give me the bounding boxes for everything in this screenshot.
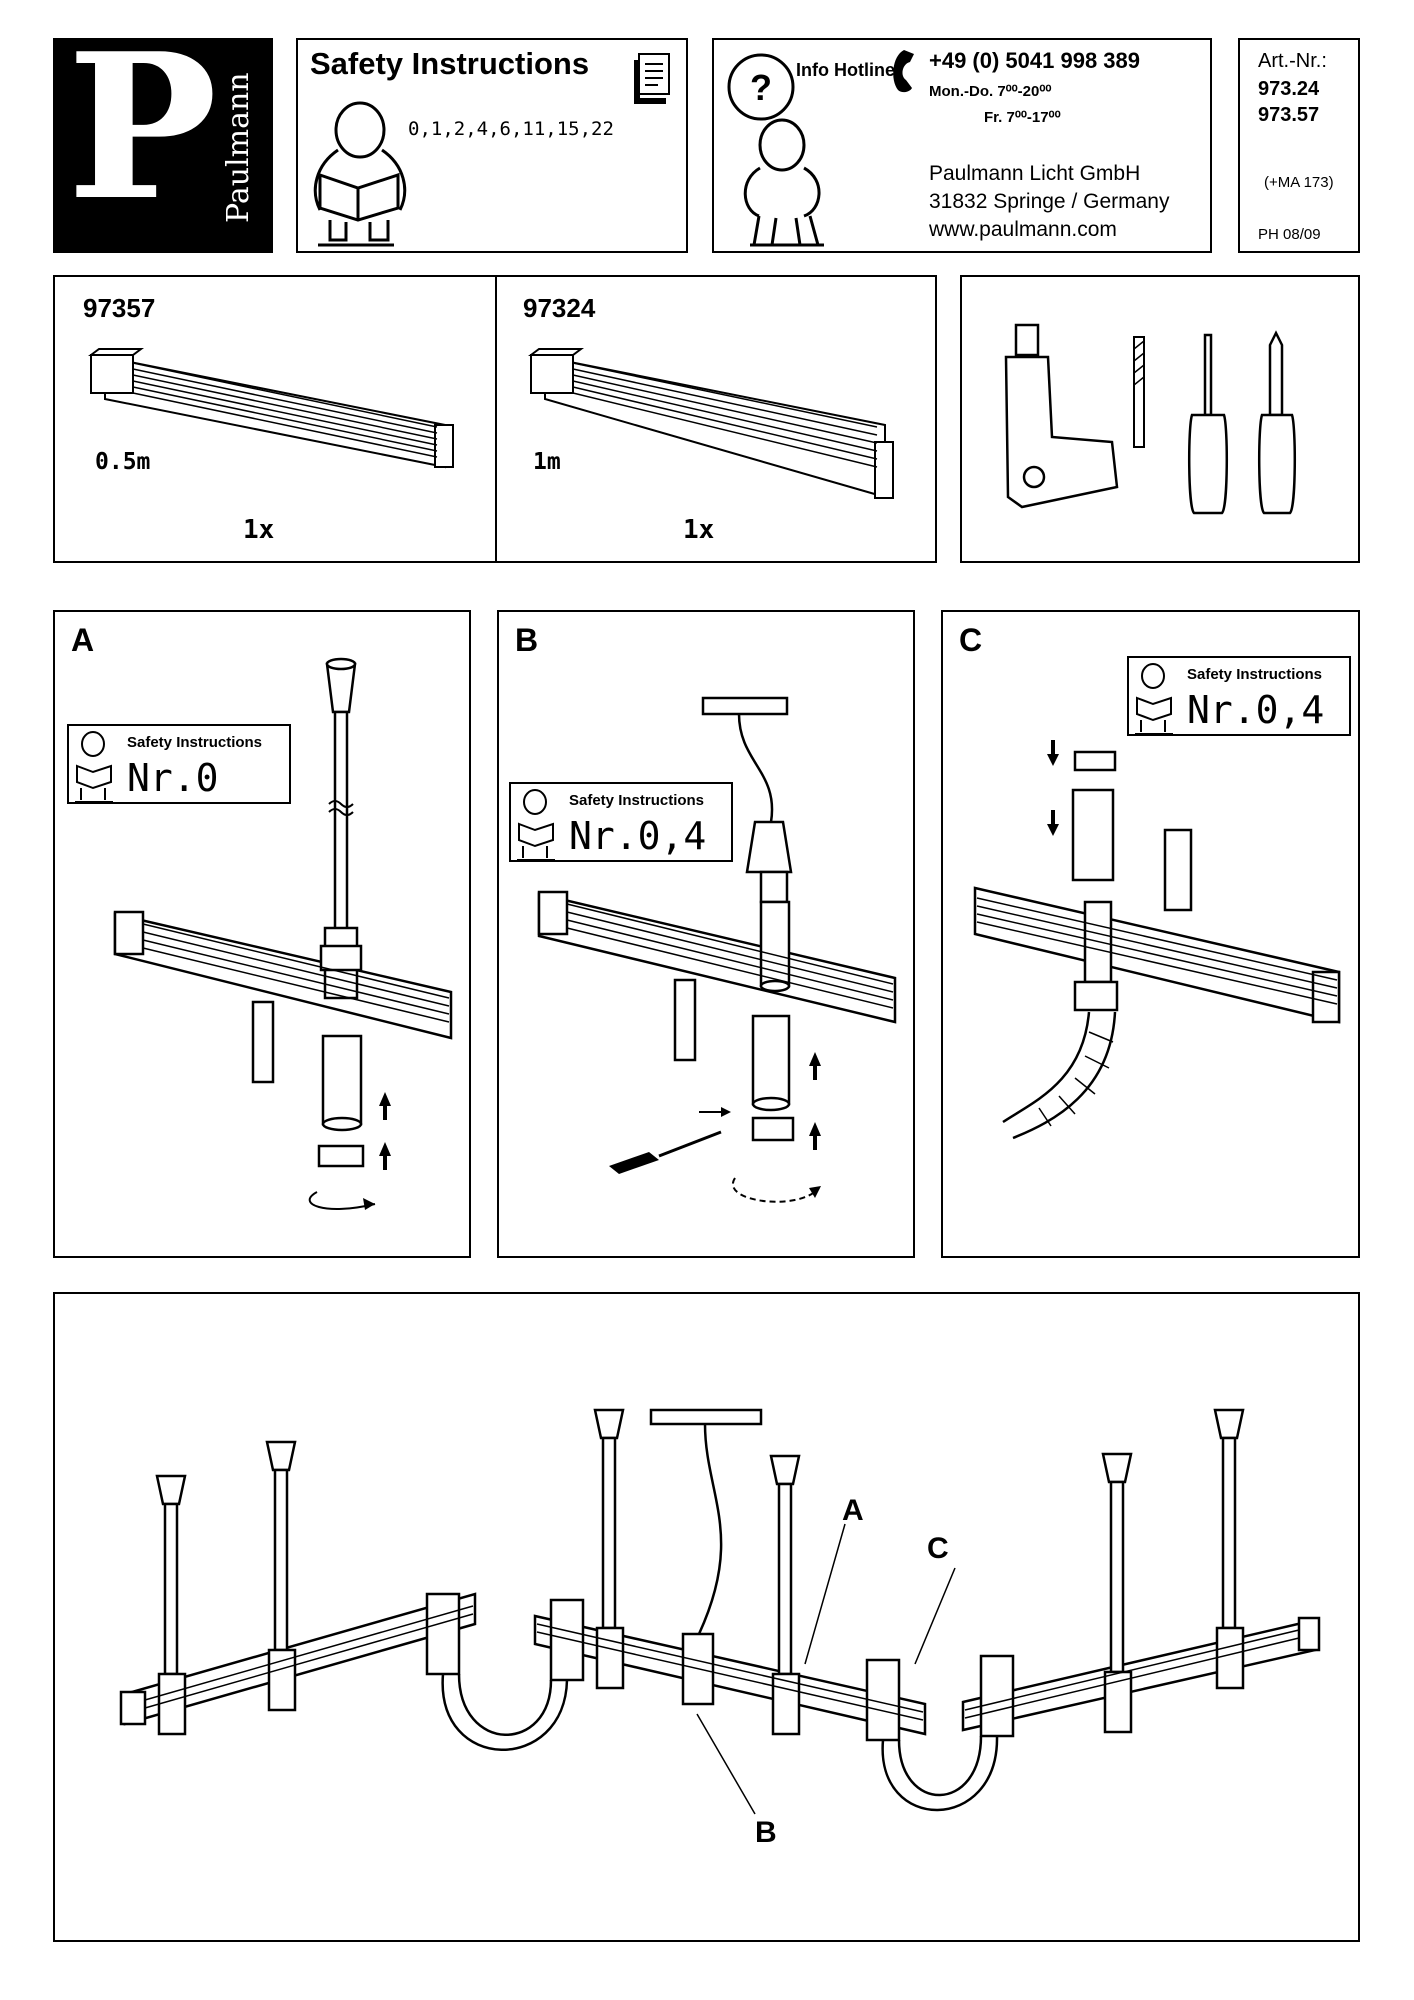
step-b-panel: B Safety Instructions Nr.0,4 <box>497 610 915 1258</box>
callout-c: C <box>927 1532 949 1565</box>
article-code: PH 08/09 <box>1258 226 1321 243</box>
brand-letter: P <box>67 10 218 245</box>
step-a-safety-sticker: Safety Instructions Nr.0 <box>67 724 291 804</box>
hours-friday: Fr. 7⁰⁰-17⁰⁰ <box>984 109 1061 126</box>
step-c-panel: C Safety Instructions Nr.0,4 <box>941 610 1360 1258</box>
article-number-2: 973.57 <box>1258 104 1320 126</box>
safety-title: Safety Instructions <box>310 46 590 81</box>
article-label: Art.-Nr.: <box>1258 50 1327 72</box>
flat-screwdriver-icon <box>1187 333 1229 515</box>
tools-box <box>960 275 1360 563</box>
overview-illustration <box>119 1408 1321 1815</box>
reading-person-icon <box>313 101 407 247</box>
step-c-sticker-title: Safety Instructions <box>1187 666 1323 683</box>
part-qty-2: 1x <box>683 515 715 545</box>
article-extra: (+MA 173) <box>1264 174 1334 191</box>
parts-box: 97357 0.5m 1x 97324 1m 1x <box>53 275 937 563</box>
step-a-letter: A <box>71 622 95 658</box>
overview-panel: A B C <box>53 1292 1360 1942</box>
hours-weekday: Mon.-Do. 7⁰⁰-20⁰⁰ <box>929 83 1052 100</box>
step-a-sticker-title: Safety Instructions <box>127 734 263 751</box>
part-number-1: 97357 <box>83 293 156 323</box>
step-b-sticker-title: Safety Instructions <box>569 792 705 809</box>
step-b-illustration <box>537 696 897 1203</box>
reading-person-icon <box>517 789 555 861</box>
step-a-illustration <box>113 657 453 1210</box>
step-b-letter: B <box>515 622 539 658</box>
document-icon <box>634 53 670 104</box>
question-person-icon: ? <box>727 50 914 247</box>
part-number-2: 97324 <box>523 293 596 323</box>
drill-bit-icon <box>1133 336 1145 448</box>
step-c-safety-sticker: Safety Instructions Nr.0,4 <box>1127 656 1351 736</box>
reading-person-icon <box>1135 663 1173 735</box>
part-length-2: 1m <box>533 449 561 475</box>
part-length-1: 0.5m <box>95 449 151 475</box>
svg-text:?: ? <box>750 67 772 108</box>
step-a-sticker-nr: Nr.0 <box>127 756 219 800</box>
company-name: Paulmann Licht GmbH <box>929 162 1141 185</box>
step-b-safety-sticker: Safety Instructions Nr.0,4 <box>509 782 733 862</box>
hotline-phone: +49 (0) 5041 998 389 <box>929 48 1141 73</box>
drill-icon <box>1004 323 1119 509</box>
article-number-1: 973.24 <box>1258 78 1320 100</box>
part-qty-1: 1x <box>243 515 275 545</box>
step-a-panel: A Safety Instructions Nr.0 <box>53 610 471 1258</box>
parts-divider <box>495 277 497 563</box>
rail-1m-illustration <box>528 348 894 499</box>
reading-person-icon <box>75 731 113 803</box>
step-c-sticker-nr: Nr.0,4 <box>1187 688 1325 732</box>
safety-numbers: 0,1,2,4,6,11,15,22 <box>408 118 614 140</box>
article-number-box: Art.-Nr.: 973.24 973.57 (+MA 173) PH 08/… <box>1238 38 1360 253</box>
step-b-sticker-nr: Nr.0,4 <box>569 814 707 858</box>
callout-a: A <box>842 1494 864 1527</box>
callout-b: B <box>755 1816 777 1849</box>
phillips-screwdriver-icon <box>1257 330 1297 515</box>
company-website: www.paulmann.com <box>929 218 1117 241</box>
rail-0-5m-illustration <box>88 348 454 469</box>
hotline-label: Info Hotline <box>796 60 895 80</box>
safety-instructions-box: Safety Instructions 0,1,2,4,6,11,15,22 <box>296 38 688 253</box>
step-c-letter: C <box>959 622 983 658</box>
step-c-illustration <box>973 740 1341 1140</box>
brand-name: Paulmann <box>221 72 256 223</box>
hotline-box: ? Info Hotline +49 (0) 5041 998 389 Mon.… <box>712 38 1212 253</box>
company-address: 31832 Springe / Germany <box>929 190 1170 213</box>
brand-logo: P Paulmann <box>53 28 273 253</box>
